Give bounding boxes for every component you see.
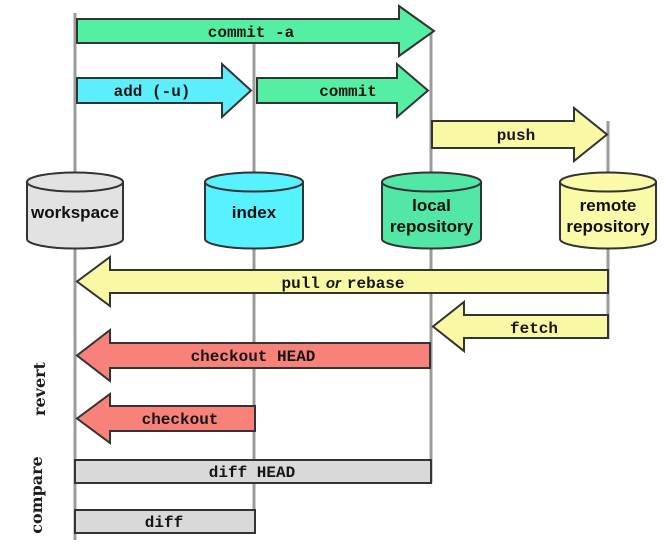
arrow-commit-a: commit -a (76, 4, 436, 58)
arrow-push-shape (431, 105, 609, 164)
node-workspace: workspace (26, 171, 124, 250)
arrow-checkout-label: checkout (142, 411, 219, 429)
column-guide-lines (73, 13, 610, 540)
bar-diff: diff (74, 509, 256, 534)
arrow-checkout-shape (75, 392, 256, 445)
arrow-checkout-head-shape (75, 327, 431, 384)
index-cylinder-top (204, 171, 304, 193)
node-index: index (204, 171, 304, 250)
remote-repository-cylinder-body (559, 181, 657, 250)
node-local-repository: local repository (381, 171, 482, 250)
bar-diff-label: diff (145, 514, 183, 532)
arrow-checkout: checkout (75, 392, 256, 445)
node-remote-repository: remote repository (559, 171, 657, 250)
index-cylinder-body (204, 181, 304, 250)
local-repository-cylinder-top (381, 171, 482, 193)
workspace-cylinder-body (26, 181, 124, 250)
arrow-add-u-label: add (-u) (114, 83, 191, 101)
arrow-commit-a-shape (76, 4, 436, 58)
bar-diff-head: diff HEAD (74, 459, 432, 484)
arrow-push-label: push (497, 127, 535, 145)
local-repository-label-line1: local (412, 196, 451, 215)
pull-word: pull (281, 275, 319, 293)
arrow-pull-or-rebase-shape (75, 255, 609, 308)
arrow-checkout-head: checkout HEAD (75, 327, 431, 384)
remote-repository-label-line1: remote (580, 196, 637, 215)
arrow-add-u-shape (76, 61, 253, 120)
arrow-fetch-shape (431, 299, 609, 354)
remote-repository-cylinder-top (559, 171, 657, 193)
remote-repository-label-line2: repository (566, 217, 650, 236)
arrow-commit-shape (256, 61, 430, 120)
workspace-cylinder-top (26, 171, 124, 193)
arrow-commit-label: commit (319, 83, 377, 101)
arrow-commit: commit (256, 61, 430, 120)
bar-diff-head-shape (74, 459, 432, 484)
local-repository-cylinder-body (381, 181, 482, 250)
bar-diff-shape (74, 509, 256, 534)
bar-diff-head-label: diff HEAD (209, 464, 295, 482)
side-label-revert: revert (30, 361, 49, 416)
or-word: or (326, 275, 342, 292)
side-label-compare: compare (27, 456, 46, 534)
rebase-word: rebase (347, 275, 405, 293)
arrow-fetch-label: fetch (510, 320, 558, 338)
local-repository-label-line2: repository (390, 217, 474, 236)
workspace-label: workspace (30, 203, 119, 222)
arrow-fetch: fetch (431, 299, 609, 354)
arrow-commit-a-label: commit -a (208, 24, 295, 42)
index-label: index (232, 203, 277, 222)
arrow-checkout-head-label: checkout HEAD (191, 348, 316, 366)
arrow-add-u: add (-u) (76, 61, 253, 120)
arrow-push: push (431, 105, 609, 164)
